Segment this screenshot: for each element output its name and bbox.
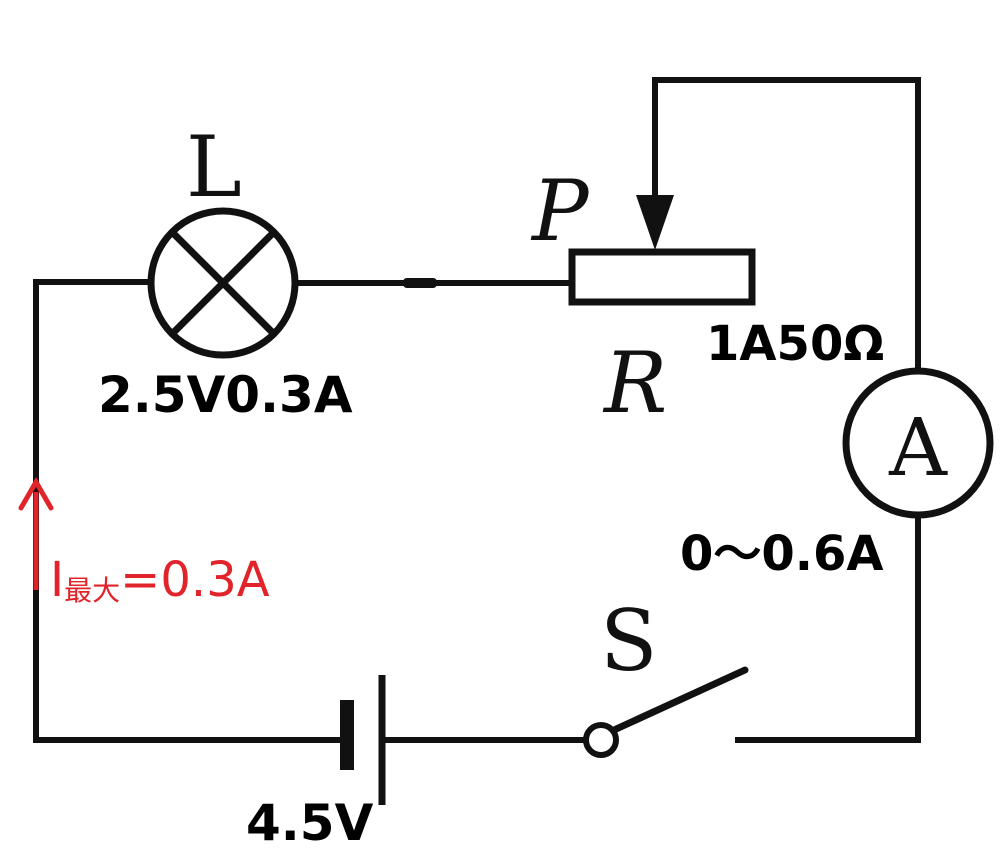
current-subscript: 最大 — [64, 574, 120, 607]
wire-junction-mark — [403, 278, 437, 288]
max-current-annotation: I最大=0.3A — [50, 552, 270, 608]
rheostat-symbol — [568, 248, 756, 306]
wire-slider-loop — [652, 77, 921, 373]
ammeter-symbol — [842, 367, 994, 519]
slider-arrow — [636, 195, 674, 250]
lamp-rating-label: 2.5V0.3A — [98, 366, 353, 424]
lamp-label: L — [186, 118, 242, 216]
ammeter-label: A — [888, 401, 948, 494]
switch-label: S — [600, 592, 658, 690]
current-arrow — [18, 476, 54, 590]
current-symbol: I — [50, 552, 64, 608]
rheostat-label: R — [602, 334, 667, 432]
current-value: =0.3A — [120, 552, 270, 608]
ammeter-range-label: 0～0.6A — [680, 526, 884, 582]
rheostat-rating-label: 1A50Ω — [706, 316, 884, 372]
battery-symbol — [340, 675, 386, 805]
slider-label: P — [530, 162, 590, 260]
battery-voltage-label: 4.5V — [246, 794, 374, 848]
lamp-symbol — [147, 207, 299, 359]
switch-symbol — [583, 666, 749, 758]
